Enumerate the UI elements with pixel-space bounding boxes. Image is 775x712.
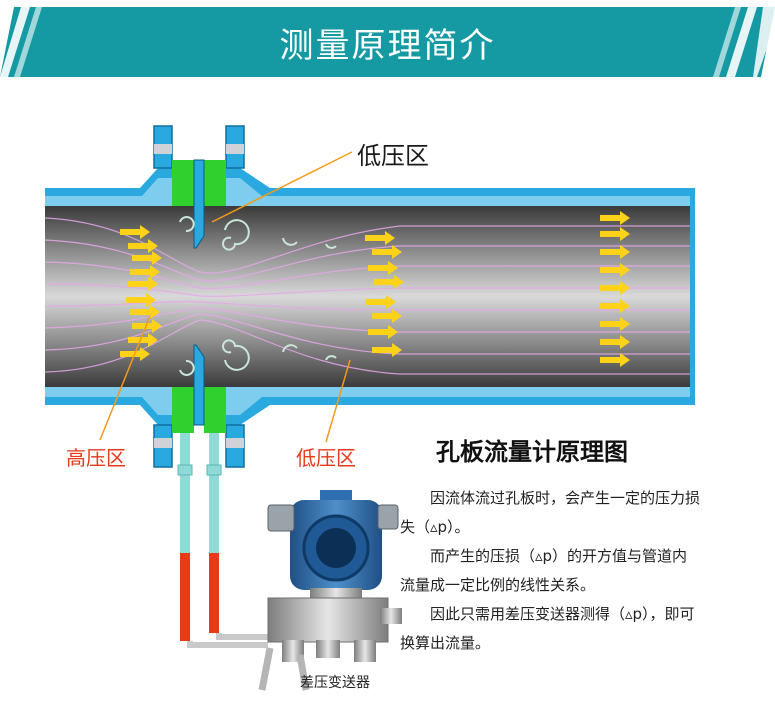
description-paragraph: 因此只需用差压变送器测得（▵p），即可换算出流量。 xyxy=(400,605,695,652)
differential-pressure-transmitter xyxy=(258,490,402,691)
vortex-swirls xyxy=(179,216,337,376)
page-title: 测量原理简介 xyxy=(279,25,496,66)
orifice-plate xyxy=(193,159,205,426)
transmitter-label: 差压变送器 xyxy=(300,675,370,691)
impulse-tubes xyxy=(177,433,268,648)
label-low-pressure-top: 低压区 xyxy=(357,142,429,170)
orifice-gaskets xyxy=(172,160,226,433)
description-paragraph: 而产生的压损（▵p）的开方值与管道内流量成一定比例的线性关系。 xyxy=(400,547,688,594)
label-high-pressure: 高压区 xyxy=(66,446,126,470)
flow-streamlines xyxy=(44,217,690,375)
flange-bolts xyxy=(153,125,245,468)
description: 因流体流过孔板时，会产生一定的压力损失（▵p）。 而产生的压损（▵p）的开方值与… xyxy=(400,484,700,658)
label-low-pressure-bottom: 低压区 xyxy=(296,446,356,470)
description-paragraph: 因流体流过孔板时，会产生一定的压力损失（▵p）。 xyxy=(400,489,701,536)
header-banner xyxy=(0,7,775,77)
diagram-title: 孔板流量计原理图 xyxy=(436,438,628,466)
leader-lines xyxy=(99,151,353,443)
